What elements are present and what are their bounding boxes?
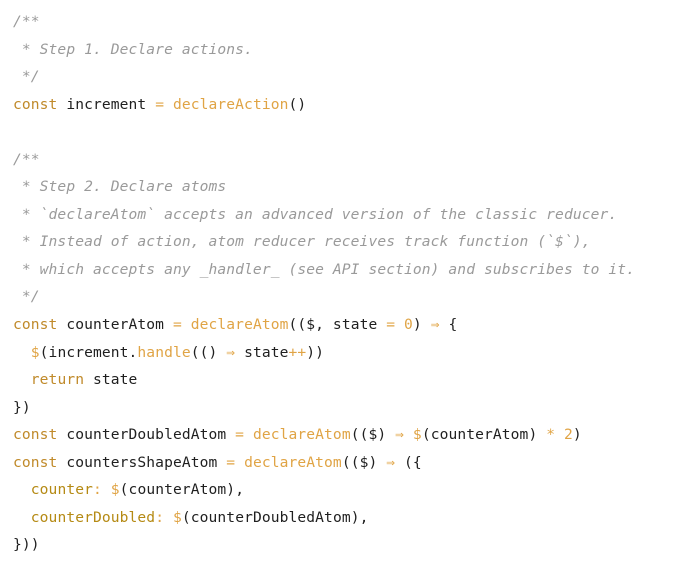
code-token: return xyxy=(30,371,85,389)
code-token: const xyxy=(13,95,58,113)
code-token: */ xyxy=(13,288,40,306)
code-token: state xyxy=(84,371,138,389)
code-token: * xyxy=(546,426,556,444)
code-line: counter: $(counterAtom), xyxy=(13,476,687,504)
code-token xyxy=(102,481,111,498)
code-token: 0 xyxy=(404,316,413,334)
code-token: counter xyxy=(30,481,93,499)
code-line: const counterDoubledAtom = declareAtom((… xyxy=(13,421,687,449)
code-token: })) xyxy=(13,536,40,554)
code-line: })) xyxy=(13,531,687,559)
code-token: ⇒ xyxy=(395,426,405,444)
code-token: declareAtom xyxy=(252,426,351,444)
code-token xyxy=(13,344,31,361)
code-token: (($, state xyxy=(288,316,387,334)
code-token: (counterAtom), xyxy=(119,481,245,499)
code-line: * `declareAtom` accepts an advanced vers… xyxy=(13,201,687,229)
code-token: * Instead of action, atom reducer receiv… xyxy=(13,233,591,251)
code-token: /** xyxy=(13,150,40,168)
code-line xyxy=(13,118,687,146)
code-line: return state xyxy=(13,366,687,394)
code-token xyxy=(395,316,404,333)
code-token: )) xyxy=(306,343,325,361)
code-token: = xyxy=(226,453,236,471)
code-line: counterDoubled: $(counterDoubledAtom), xyxy=(13,504,687,532)
code-line: const counterAtom = declareAtom(($, stat… xyxy=(13,311,687,339)
code-token: () xyxy=(288,95,307,113)
code-line: */ xyxy=(13,63,687,91)
code-token: $ xyxy=(110,481,120,499)
code-token: ) xyxy=(412,316,431,334)
code-token: const xyxy=(13,316,58,334)
code-line: /** xyxy=(13,8,687,36)
code-token: }) xyxy=(13,398,31,416)
code-token: = xyxy=(155,95,165,113)
code-token xyxy=(404,426,413,443)
code-token: state xyxy=(235,343,289,361)
code-token: (increment. xyxy=(39,343,138,361)
code-token: $ xyxy=(30,343,40,361)
code-token: increment xyxy=(57,95,156,113)
code-token: */ xyxy=(13,68,40,86)
code-token xyxy=(244,426,253,443)
code-token: const xyxy=(13,426,58,444)
code-token: countersShapeAtom xyxy=(57,453,227,471)
code-token: ⇒ xyxy=(226,343,236,361)
code-token: (counterAtom) xyxy=(421,426,547,444)
code-token: /** xyxy=(13,13,40,30)
code-token: ⇒ xyxy=(386,453,396,471)
code-line: const countersShapeAtom = declareAtom(($… xyxy=(13,449,687,477)
code-token: handle xyxy=(137,343,191,361)
code-token: : xyxy=(93,481,102,499)
code-token xyxy=(13,371,31,388)
code-token: = xyxy=(386,316,396,334)
code-token: ({ xyxy=(395,453,422,471)
code-token xyxy=(13,481,31,498)
code-line: */ xyxy=(13,283,687,311)
code-line: * which accepts any _handler_ (see API s… xyxy=(13,256,687,284)
code-token xyxy=(164,509,173,526)
code-token: * `declareAtom` accepts an advanced vers… xyxy=(13,205,618,223)
code-token: * which accepts any _handler_ (see API s… xyxy=(13,260,636,278)
code-token: declareAtom xyxy=(244,453,342,471)
code-token: = xyxy=(235,426,245,444)
code-token: counterDoubled xyxy=(30,508,156,526)
code-token: counterDoubledAtom xyxy=(57,426,236,444)
code-token: $ xyxy=(412,426,422,444)
code-token: (($) xyxy=(350,426,396,444)
code-token: = xyxy=(172,316,182,334)
code-line: * Instead of action, atom reducer receiv… xyxy=(13,228,687,256)
code-token: const xyxy=(13,453,58,471)
code-token: ) xyxy=(572,426,582,444)
code-line: $(increment.handle(() ⇒ state++)) xyxy=(13,339,687,367)
code-token: { xyxy=(439,316,458,334)
code-token: 2 xyxy=(564,426,573,444)
code-token: $ xyxy=(172,508,182,526)
code-token: (() xyxy=(190,343,227,361)
code-token: (($) xyxy=(341,453,387,471)
code-token: declareAtom xyxy=(190,316,289,334)
code-token xyxy=(182,316,191,333)
code-token xyxy=(235,454,244,471)
code-line: * Step 1. Declare actions. xyxy=(13,36,687,64)
code-line: /** xyxy=(13,146,687,174)
code-token: * Step 1. Declare actions. xyxy=(13,40,253,58)
code-line: const increment = declareAction() xyxy=(13,91,687,119)
code-token xyxy=(164,96,173,113)
code-token xyxy=(555,426,564,443)
code-token: : xyxy=(155,508,165,526)
code-token: (counterDoubledAtom), xyxy=(181,508,369,526)
code-token: ⇒ xyxy=(430,316,440,334)
code-token: declareAction xyxy=(172,95,289,113)
code-token: counterAtom xyxy=(57,316,173,334)
code-token: * Step 2. Declare atoms xyxy=(13,178,227,196)
code-token xyxy=(13,509,31,526)
code-line: }) xyxy=(13,394,687,422)
code-line: * Step 2. Declare atoms xyxy=(13,173,687,201)
code-token: ++ xyxy=(288,343,307,361)
